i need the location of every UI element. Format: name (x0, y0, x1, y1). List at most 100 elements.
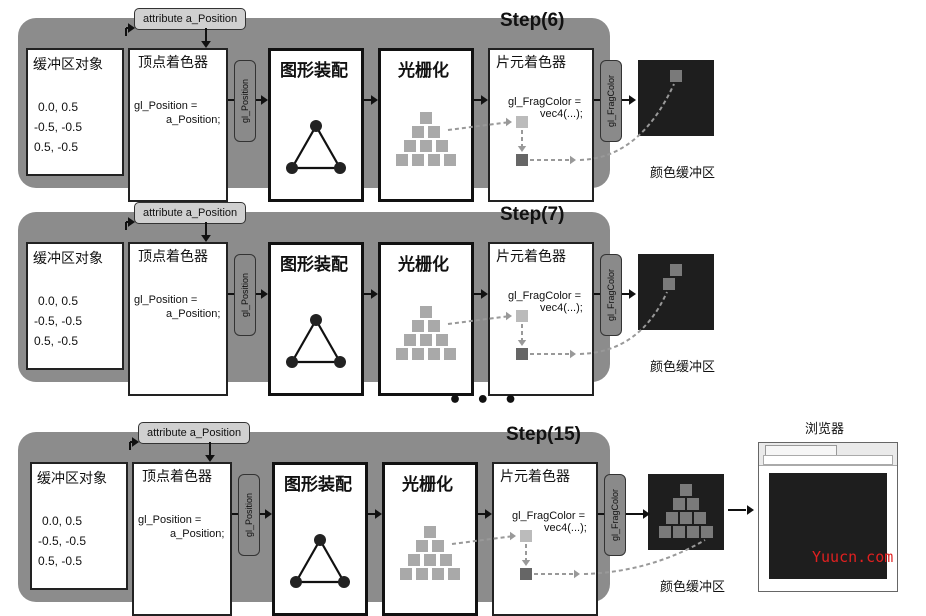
framebuffer-pixel (673, 526, 685, 538)
fragment-cell (404, 140, 416, 152)
arrow-head (485, 509, 492, 519)
color-buffer-label: 颜色缓冲区 (660, 580, 726, 595)
fragment-cell-input (516, 116, 528, 128)
fragment-shader-title: 片元着色器 (500, 469, 570, 485)
dashed-connector (579, 291, 668, 355)
fragment-cell-input (520, 530, 532, 542)
arrow-head (375, 509, 382, 519)
buffer-object-box (30, 462, 128, 590)
arrow-head (517, 340, 527, 346)
fragment-cell (412, 320, 424, 332)
fragment-cell (440, 554, 452, 566)
step-label: Step(15) (506, 424, 581, 445)
fragment-shader-title: 片元着色器 (496, 249, 566, 265)
fragment-cell (424, 526, 436, 538)
triangle-vertex (334, 356, 346, 368)
arrow-head (506, 117, 512, 127)
dashed-connector (447, 315, 511, 325)
vertex-shader-title: 顶点着色器 (138, 55, 208, 71)
triangle-vertex (286, 356, 298, 368)
dashed-connector (583, 539, 706, 575)
shape-assembly-box (268, 242, 364, 396)
triangle-vertex (310, 120, 322, 132)
buffer-object-title: 缓冲区对象 (37, 471, 107, 487)
fragment-cell-output (520, 568, 532, 580)
fragment-shader-code: gl_FragColor = (508, 96, 582, 108)
triangle-edge (291, 125, 317, 169)
buffer-object-box (26, 48, 124, 176)
arrow-head (201, 235, 211, 242)
step-label: Step(7) (500, 204, 565, 225)
arrow-head (371, 289, 378, 299)
buffer-object-value: 0.0, 0.5 (38, 294, 79, 308)
triangle-edge (315, 319, 341, 363)
arrow-head (371, 95, 378, 105)
browser-canvas (769, 473, 887, 579)
rasterization-title: 光栅化 (398, 255, 449, 275)
framebuffer-pixel (663, 278, 675, 290)
attribute-pill: attribute a_Position (134, 202, 247, 224)
buffer-object-value: 0.5, -0.5 (34, 334, 79, 348)
vertex-shader-code: a_Position; (166, 114, 221, 126)
vertex-shader-code: a_Position; (166, 308, 221, 320)
arrow-head (629, 95, 636, 105)
arrow-head (128, 217, 135, 227)
buffer-object-value: 0.0, 0.5 (42, 514, 83, 528)
buffer-object-value: -0.5, -0.5 (34, 314, 83, 328)
framebuffer-pixel (666, 512, 678, 524)
arrow-head (261, 95, 268, 105)
fragment-cell (424, 554, 436, 566)
fragment-cell (416, 540, 428, 552)
fragment-cell (444, 348, 456, 360)
arrow-head (261, 289, 268, 299)
arrow-head (481, 95, 488, 105)
buffer-object-title: 缓冲区对象 (33, 57, 103, 73)
triangle-edge (295, 539, 321, 583)
fragment-cell (420, 334, 432, 346)
fragment-shader-code: gl_FragColor = (512, 510, 586, 522)
framebuffer-pixel (670, 70, 682, 82)
vertex-shader-title: 顶点着色器 (138, 249, 208, 265)
gl-fragcolor-pill: gl_FragColor (600, 60, 622, 142)
arrow-head (517, 146, 527, 152)
fragment-cell (412, 126, 424, 138)
fragment-cell-output (516, 154, 528, 166)
arrow-head (570, 155, 576, 165)
arrow-head (629, 289, 636, 299)
buffer-object-value: 0.0, 0.5 (38, 100, 79, 114)
buffer-object-title: 缓冲区对象 (33, 251, 103, 267)
browser-label: 浏览器 (805, 422, 845, 437)
fragment-shader-code: vec4(...); (544, 522, 587, 534)
color-buffer-label: 颜色缓冲区 (650, 166, 716, 181)
framebuffer-pixel (680, 484, 692, 496)
dashed-connector (579, 83, 675, 161)
dashed-connector (451, 535, 515, 545)
browser-address-bar (763, 455, 893, 465)
watermark: Yuucn.com (812, 548, 894, 566)
arrow-head (747, 505, 754, 515)
gl-position-pill: gl_Position (238, 474, 260, 556)
shape-assembly-title: 图形装配 (280, 61, 348, 81)
fragment-cell (444, 154, 456, 166)
attribute-pill: attribute a_Position (134, 8, 247, 30)
fragment-cell-input (516, 310, 528, 322)
arrow-head (481, 289, 488, 299)
triangle-vertex (310, 314, 322, 326)
arrow-head (265, 509, 272, 519)
triangle-vertex (314, 534, 326, 546)
attribute-pill: attribute a_Position (138, 422, 251, 444)
vertex-shader-code: gl_Position = (134, 100, 198, 112)
arrow-head (205, 455, 215, 462)
gl-position-pill: gl_Position (234, 254, 256, 336)
fragment-cell (404, 334, 416, 346)
buffer-object-value: 0.5, -0.5 (38, 554, 83, 568)
arrow-head (201, 41, 211, 48)
fragment-cell (396, 348, 408, 360)
fragment-cell (412, 348, 424, 360)
buffer-object-value: 0.5, -0.5 (34, 140, 79, 154)
fragment-cell (432, 540, 444, 552)
framebuffer-pixel (687, 526, 699, 538)
triangle-edge (319, 539, 345, 583)
fragment-cell (420, 112, 432, 124)
